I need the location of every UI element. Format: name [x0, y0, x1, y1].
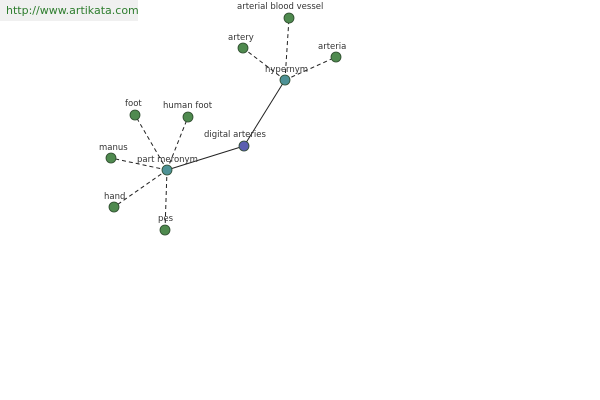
node-hand[interactable]	[108, 201, 120, 213]
node-label-digital-arteries[interactable]: digital arteries	[204, 130, 266, 140]
node-human-foot[interactable]	[182, 111, 194, 123]
node-label-hypernym[interactable]: hypernym	[265, 65, 308, 75]
node-label-hand[interactable]: hand	[104, 192, 125, 202]
node-label-arterial-blood-vessel[interactable]: arterial blood vessel	[237, 2, 323, 12]
node-arterial-blood-vessel[interactable]	[283, 12, 295, 24]
node-label-pes[interactable]: pes	[158, 214, 174, 224]
edge-part-meronym-to-hand	[113, 169, 168, 208]
edge-hypernym-to-arterial-blood-vessel	[284, 17, 290, 81]
node-manus[interactable]	[105, 152, 117, 164]
edge-part-meronym-to-manus	[110, 157, 168, 171]
edge-hypernym-to-artery	[242, 47, 286, 81]
node-hypernym[interactable]	[279, 74, 291, 86]
edges-layer	[110, 17, 337, 231]
node-artery[interactable]	[237, 42, 249, 54]
node-digital-arteries[interactable]	[238, 140, 250, 152]
edge-part-meronym-to-human-foot	[166, 116, 189, 171]
node-pes[interactable]	[159, 224, 171, 236]
node-label-human-foot[interactable]: human foot	[163, 101, 213, 111]
site-url-link[interactable]: http://www.artikata.com	[6, 4, 139, 17]
edge-digital-arteries-to-hypernym	[243, 79, 286, 147]
node-part-meronym[interactable]	[161, 164, 173, 176]
url-banner: http://www.artikata.com	[0, 0, 139, 21]
node-arteria[interactable]	[330, 51, 342, 63]
nodes-layer	[105, 12, 342, 236]
edge-digital-arteries-to-part-meronym	[166, 145, 245, 171]
node-label-artery[interactable]: artery	[228, 33, 254, 43]
node-label-part-meronym[interactable]: part meronym	[137, 155, 198, 165]
node-label-foot[interactable]: foot	[125, 99, 142, 109]
node-foot[interactable]	[129, 109, 141, 121]
node-label-arteria[interactable]: arteria	[318, 42, 346, 52]
edge-hypernym-to-arteria	[284, 56, 337, 81]
labels-layer: digital arteries hypernym part meronym arte…	[99, 2, 346, 224]
edge-part-meronym-to-foot	[134, 114, 168, 171]
node-label-manus[interactable]: manus	[99, 143, 128, 153]
edge-part-meronym-to-pes	[164, 169, 168, 231]
